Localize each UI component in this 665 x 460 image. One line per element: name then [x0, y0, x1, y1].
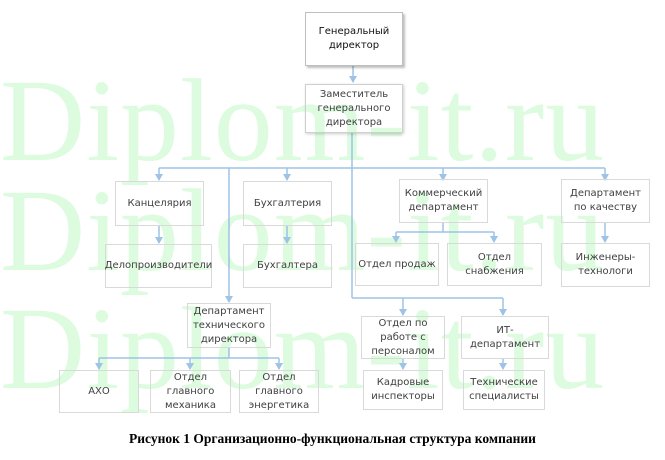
node-aho: АХО — [59, 370, 139, 413]
node-deputy-director: Заместитель генерального директора — [305, 84, 403, 133]
node-general-director: Генеральный директор — [305, 12, 403, 66]
node-hr-department: Отдел по работе с персоналом — [361, 316, 445, 359]
node-commercial-department: Коммерческий департамент — [399, 179, 488, 223]
node-clerks: Делопроизводители — [105, 244, 212, 288]
node-supply-department: Отдел снабжения — [447, 243, 542, 286]
node-sales-department: Отдел продаж — [355, 243, 439, 286]
node-process-engineers: Инженеры-технологи — [561, 243, 650, 287]
node-it-department: ИТ-департамент — [461, 316, 549, 359]
watermark-text: Diplom-it.ru — [0, 55, 606, 186]
node-technical-specialists: Технические специалисты — [463, 370, 545, 410]
watermark-text: Diplom-it.ru — [0, 165, 606, 296]
node-quality-department: Департамент по качеству — [561, 179, 650, 223]
node-chief-mechanic-department: Отдел главного механика — [150, 370, 231, 413]
node-accounting: Бухгалтерия — [243, 181, 332, 226]
node-office: Канцелярия — [115, 181, 204, 226]
node-technical-department: Департамент технического директора — [187, 303, 271, 348]
node-chief-power-engineer-department: Отдел главного энергетика — [239, 370, 319, 413]
node-hr-inspectors: Кадровые инспекторы — [363, 370, 443, 410]
figure-caption: Рисунок 1 Организационно-функциональная … — [129, 431, 536, 446]
node-accountants: Бухгалтера — [243, 244, 332, 288]
